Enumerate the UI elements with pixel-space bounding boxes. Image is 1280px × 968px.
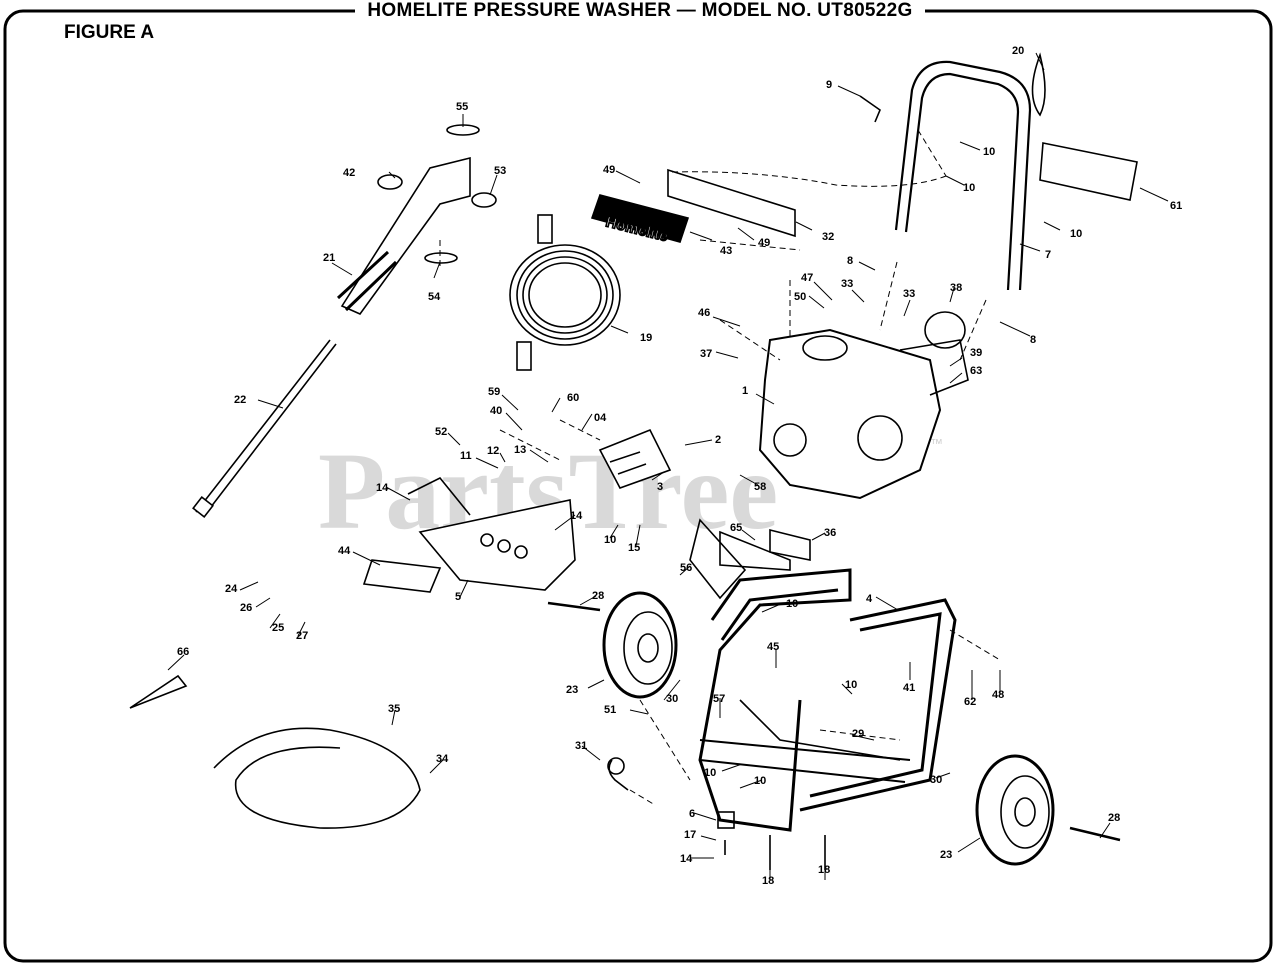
callout-10: 10 [1070,228,1082,240]
callout-04: 04 [594,412,607,424]
callout-4: 4 [866,593,873,605]
callout-44: 44 [338,545,351,557]
callout-33: 33 [903,288,915,300]
callout-41: 41 [903,682,915,694]
callout-36: 36 [824,527,836,539]
callout-45: 45 [767,641,779,653]
callout-12: 12 [487,445,499,457]
callout-48: 48 [992,689,1004,701]
callout-66: 66 [177,646,189,658]
callout-21: 21 [323,252,335,264]
callout-65: 65 [730,522,742,534]
callout-34: 34 [436,753,449,765]
callout-10: 10 [845,679,857,691]
callout-9: 9 [826,79,832,91]
callout-58: 58 [754,481,766,493]
callout-40: 40 [490,405,502,417]
callout-55: 55 [456,101,468,113]
callout-19: 19 [640,332,652,344]
callout-18: 18 [818,864,830,876]
callout-2: 2 [715,434,721,446]
callout-39: 39 [970,347,982,359]
callout-30: 30 [930,774,942,786]
callout-46: 46 [698,307,710,319]
callout-63: 63 [970,365,982,377]
callout-13: 13 [514,444,526,456]
callout-15: 15 [628,542,640,554]
callout-24: 24 [225,583,238,595]
callout-28: 28 [592,590,604,602]
callout-50: 50 [794,291,806,303]
callout-10: 10 [963,182,975,194]
callout-6: 6 [689,808,695,820]
callout-7: 7 [1045,249,1051,261]
callout-3: 3 [657,481,663,493]
watermark-trademark: ™ [930,436,943,451]
callout-57: 57 [713,693,725,705]
callout-10: 10 [983,146,995,158]
spray-gun [340,156,471,315]
callout-leaders [167,52,1169,880]
callout-23: 23 [940,849,952,861]
callout-54: 54 [428,291,441,303]
spray-wand [195,339,337,517]
callout-14: 14 [376,482,389,494]
callout-18: 18 [762,875,774,887]
callout-23: 23 [566,684,578,696]
callout-1: 1 [742,385,748,397]
callout-20: 20 [1012,45,1024,57]
callout-51: 51 [604,704,616,716]
callout-14: 14 [680,853,693,865]
exploded-parts-drawing: Homelite [129,52,1138,870]
callout-22: 22 [234,394,246,406]
callout-11: 11 [460,450,472,462]
callout-59: 59 [488,386,500,398]
callout-33: 33 [841,278,853,290]
callout-37: 37 [700,348,712,360]
callout-5: 5 [455,591,461,603]
callout-49: 49 [603,164,615,176]
callout-17: 17 [684,829,696,841]
callout-8: 8 [1030,334,1036,346]
callout-61: 61 [1170,200,1182,212]
callout-27: 27 [296,630,308,642]
callout-26: 26 [240,602,252,614]
callout-10: 10 [786,598,798,610]
callout-60: 60 [567,392,579,404]
callout-28: 28 [1108,812,1120,824]
callout-62: 62 [964,696,976,708]
callout-25: 25 [272,622,284,634]
callout-56: 56 [680,562,692,574]
callout-10: 10 [704,767,716,779]
callout-14: 14 [570,510,583,522]
callout-43: 43 [720,245,732,257]
callout-8: 8 [847,255,853,267]
callout-49: 49 [758,237,770,249]
callout-47: 47 [801,272,813,284]
callout-10: 10 [604,534,616,546]
figure-label: FIGURE A [64,22,155,43]
diagram-title: HOMELITE PRESSURE WASHER — MODEL NO. UT8… [0,0,1280,22]
callout-32: 32 [822,231,834,243]
callout-35: 35 [388,703,400,715]
callout-52: 52 [435,426,447,438]
callout-30: 30 [666,693,678,705]
callout-38: 38 [950,282,962,294]
callout-53: 53 [494,165,506,177]
callout-31: 31 [575,740,587,752]
callout-29: 29 [852,728,864,740]
callout-42: 42 [343,167,355,179]
